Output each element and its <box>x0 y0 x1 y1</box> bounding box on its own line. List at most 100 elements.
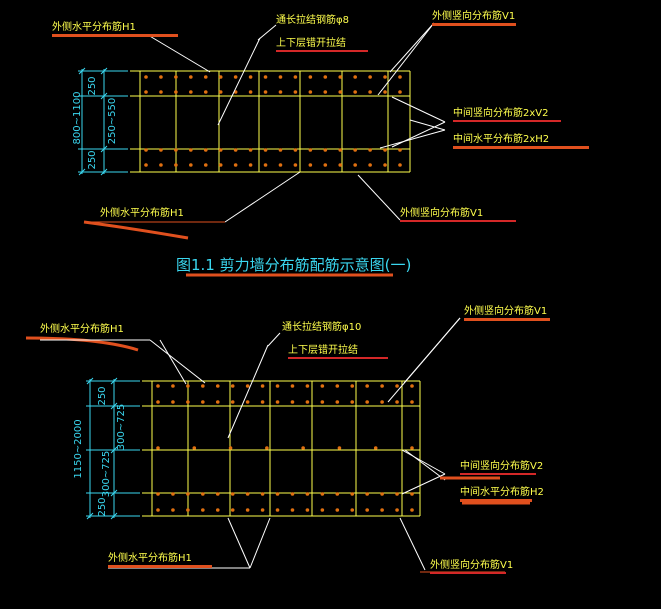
fig1-bar-dot <box>174 163 178 167</box>
fig1-bar-dot <box>308 148 313 152</box>
fig2-bar-dot <box>373 446 378 450</box>
fig1-bar-dot <box>203 148 208 152</box>
fig1-label-tie-note: 上下层错开拉结 <box>276 38 368 52</box>
fig1-bar-dot <box>308 75 313 79</box>
fig1-leader <box>257 24 277 41</box>
fig2-bar-dot <box>171 384 175 388</box>
fig1-bar-dot <box>368 148 372 152</box>
fig1-bar-dot <box>189 148 193 152</box>
fig1-bar-dot <box>203 163 208 167</box>
fig1-leader <box>409 119 446 131</box>
fig2-bar-dot <box>230 384 235 388</box>
fig1-bar-dot <box>308 90 313 94</box>
fig1-bar-dot <box>263 163 268 167</box>
fig2-bar-dot <box>260 492 265 496</box>
fig1-bar-dot <box>278 90 283 94</box>
fig2-label-outer-horizontal-top: 外侧水平分布筋H1 <box>40 324 124 335</box>
fig1-bar-dot <box>383 75 387 79</box>
fig2-bar-dot <box>186 492 190 496</box>
fig2-bar-dot <box>335 508 340 512</box>
fig2-label-tie-bar: 通长拉结钢筋φ10 <box>282 322 362 333</box>
fig2-bar-dot <box>215 384 220 388</box>
fig2-bar-dot <box>290 508 295 512</box>
fig2-bar-dot <box>305 400 310 404</box>
fig1-bar-dot <box>159 75 163 79</box>
fig1-bar-dot <box>308 163 313 167</box>
fig1-bar-dot <box>248 75 253 79</box>
fig2-leader <box>404 449 446 481</box>
fig1-dim-tick <box>78 67 86 75</box>
fig2-bar-dot <box>320 508 325 512</box>
fig2-bar-dot <box>365 400 369 404</box>
fig2-label-middle-horizontal: 中间水平分布筋H2 <box>460 487 544 502</box>
fig2-bar-dot <box>186 400 190 404</box>
fig2-leader <box>227 517 251 569</box>
fig2-dim-tick <box>110 402 118 410</box>
fig2-bar-dot <box>365 384 369 388</box>
fig2-bar-dot <box>201 384 205 388</box>
fig1-dim-tick <box>100 168 108 176</box>
fig1-dim-tick <box>78 168 86 176</box>
fig2-bar-dot <box>215 508 220 512</box>
fig2-leader <box>401 473 446 495</box>
fig2-bar-dot <box>320 400 325 404</box>
fig2-dim-tick <box>86 377 94 385</box>
fig2-bar-dot <box>230 492 235 496</box>
fig1-leader <box>391 121 446 148</box>
fig1-bar-dot <box>189 163 193 167</box>
fig1-dim-tick <box>100 67 108 75</box>
fig2-leader <box>227 344 269 439</box>
fig1-bar-dot <box>263 148 268 152</box>
fig1-bar-dot <box>323 75 328 79</box>
fig1-dim-tick <box>100 145 108 153</box>
fig2-bar-dot <box>171 400 175 404</box>
fig1-dimension-top: 250 <box>87 76 98 96</box>
fig1-caption: 图1.1 剪力墙分布筋配筋示意图(一) <box>176 256 412 274</box>
fig1-bar-dot <box>233 75 238 79</box>
fig1-bar-dot <box>293 75 298 79</box>
fig2-dimension-upper-middle: 300~725 <box>116 403 127 451</box>
fig1-bar-dot <box>203 90 208 94</box>
fig1-label-outer-vertical-bottom: 外侧竖向分布筋V1 <box>400 208 516 222</box>
fig1-leader <box>217 37 261 126</box>
fig1-bar-dot <box>263 90 268 94</box>
fig2-bar-dot <box>335 492 340 496</box>
fig1-bar-dot <box>218 75 223 79</box>
fig2-bar-dot <box>305 508 310 512</box>
fig2-bar-dot <box>275 384 280 388</box>
fig2-dim-tick <box>110 446 118 454</box>
fig1-leader <box>391 96 446 123</box>
fig2-bar-dot <box>201 508 205 512</box>
fig2-bar-dot <box>275 492 280 496</box>
fig1-bar-dot <box>353 163 357 167</box>
fig2-bar-dot <box>201 492 205 496</box>
fig1-bar-dot <box>233 148 238 152</box>
fig2-dim-tick <box>110 512 118 520</box>
fig2-leader <box>149 339 206 384</box>
fig2-bar-dot <box>395 508 399 512</box>
fig1-bar-dot <box>263 75 268 79</box>
fig2-label-tie-note: 上下层错开拉结 <box>288 345 388 359</box>
fig2-bar-dot <box>260 508 265 512</box>
fig1-bar-dot <box>293 148 298 152</box>
fig1-bar-dot <box>189 75 193 79</box>
fig1-bar-dot <box>338 163 343 167</box>
fig2-label-outer-vertical-top: 外侧竖向分布筋V1 <box>464 306 550 321</box>
fig1-bar-dot <box>218 163 223 167</box>
fig1-bar-dot <box>338 148 343 152</box>
fig2-bar-dot <box>275 508 280 512</box>
fig2-bar-dot <box>395 492 399 496</box>
fig1-dim-tick <box>100 92 108 100</box>
fig2-bar-dot <box>410 384 414 388</box>
fig2-bar-dot <box>186 384 190 388</box>
fig2-bar-dot <box>380 508 384 512</box>
fig1-leader <box>379 129 446 149</box>
fig2-underline-stroke <box>25 336 139 352</box>
fig1-bar-dot <box>293 163 298 167</box>
fig1-bar-dot <box>144 148 148 152</box>
fig2-leader <box>249 517 271 569</box>
fig1-bar-dot <box>233 163 238 167</box>
fig1-label-middle-horizontal: 中间水平分布筋2xH2 <box>453 134 589 149</box>
fig1-leader <box>147 34 211 73</box>
fig1-bar-dot <box>368 90 372 94</box>
